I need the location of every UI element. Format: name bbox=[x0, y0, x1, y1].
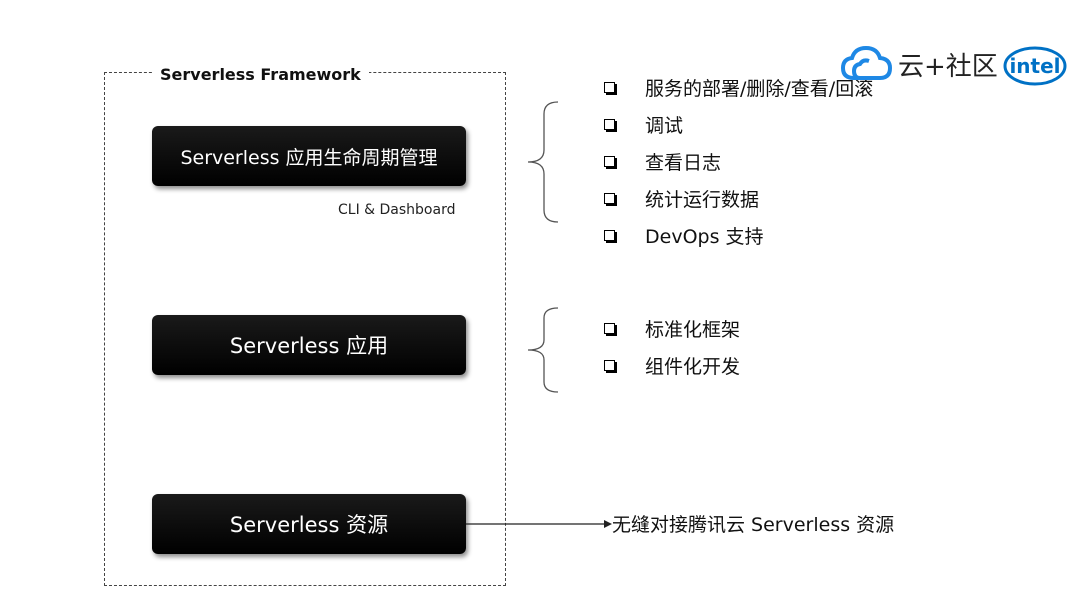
intel-icon: intel bbox=[1003, 46, 1067, 86]
serverless-app-label: Serverless 应用 bbox=[229, 334, 389, 358]
intel-logo: intel bbox=[1002, 44, 1068, 92]
app-feature-list: 标准化框架 组件化开发 bbox=[602, 310, 740, 384]
checkbox-icon bbox=[604, 323, 615, 334]
list-item: 调试 bbox=[602, 106, 873, 143]
cli-dashboard-caption: CLI & Dashboard bbox=[338, 202, 456, 218]
list-item: 服务的部署/删除/查看/回滚 bbox=[602, 69, 873, 106]
checkbox-icon bbox=[604, 360, 615, 371]
resource-link-text: 无缝对接腾讯云 Serverless 资源 bbox=[612, 514, 895, 536]
cloud-community-text: 云+社区 bbox=[898, 51, 998, 82]
checkbox-icon bbox=[604, 82, 615, 93]
checkbox-icon bbox=[604, 193, 615, 204]
cloud-icon bbox=[840, 45, 893, 80]
lifecycle-brace bbox=[527, 101, 559, 223]
resource-arrow bbox=[466, 520, 612, 528]
serverless-app-block: Serverless 应用 bbox=[152, 315, 466, 375]
list-item: 查看日志 bbox=[602, 143, 873, 180]
list-item: 组件化开发 bbox=[602, 347, 740, 384]
lifecycle-feature-list: 服务的部署/删除/查看/回滚 调试 查看日志 统计运行数据 DevOps 支持 bbox=[602, 69, 873, 254]
lifecycle-management-block: Serverless 应用生命周期管理 bbox=[152, 126, 466, 186]
list-item: 统计运行数据 bbox=[602, 180, 873, 217]
cloud-community-logo: 云+社区 bbox=[840, 44, 998, 84]
checkbox-icon bbox=[604, 156, 615, 167]
serverless-resource-block: Serverless 资源 bbox=[152, 494, 466, 554]
framework-title: Serverless Framework bbox=[152, 64, 369, 86]
app-brace bbox=[527, 307, 559, 393]
list-item: 标准化框架 bbox=[602, 310, 740, 347]
svg-text:intel: intel bbox=[1009, 54, 1060, 78]
serverless-resource-label: Serverless 资源 bbox=[229, 513, 389, 537]
checkbox-icon bbox=[604, 230, 615, 241]
checkbox-icon bbox=[604, 119, 615, 130]
list-item: DevOps 支持 bbox=[602, 217, 873, 254]
lifecycle-management-label: Serverless 应用生命周期管理 bbox=[180, 146, 438, 169]
